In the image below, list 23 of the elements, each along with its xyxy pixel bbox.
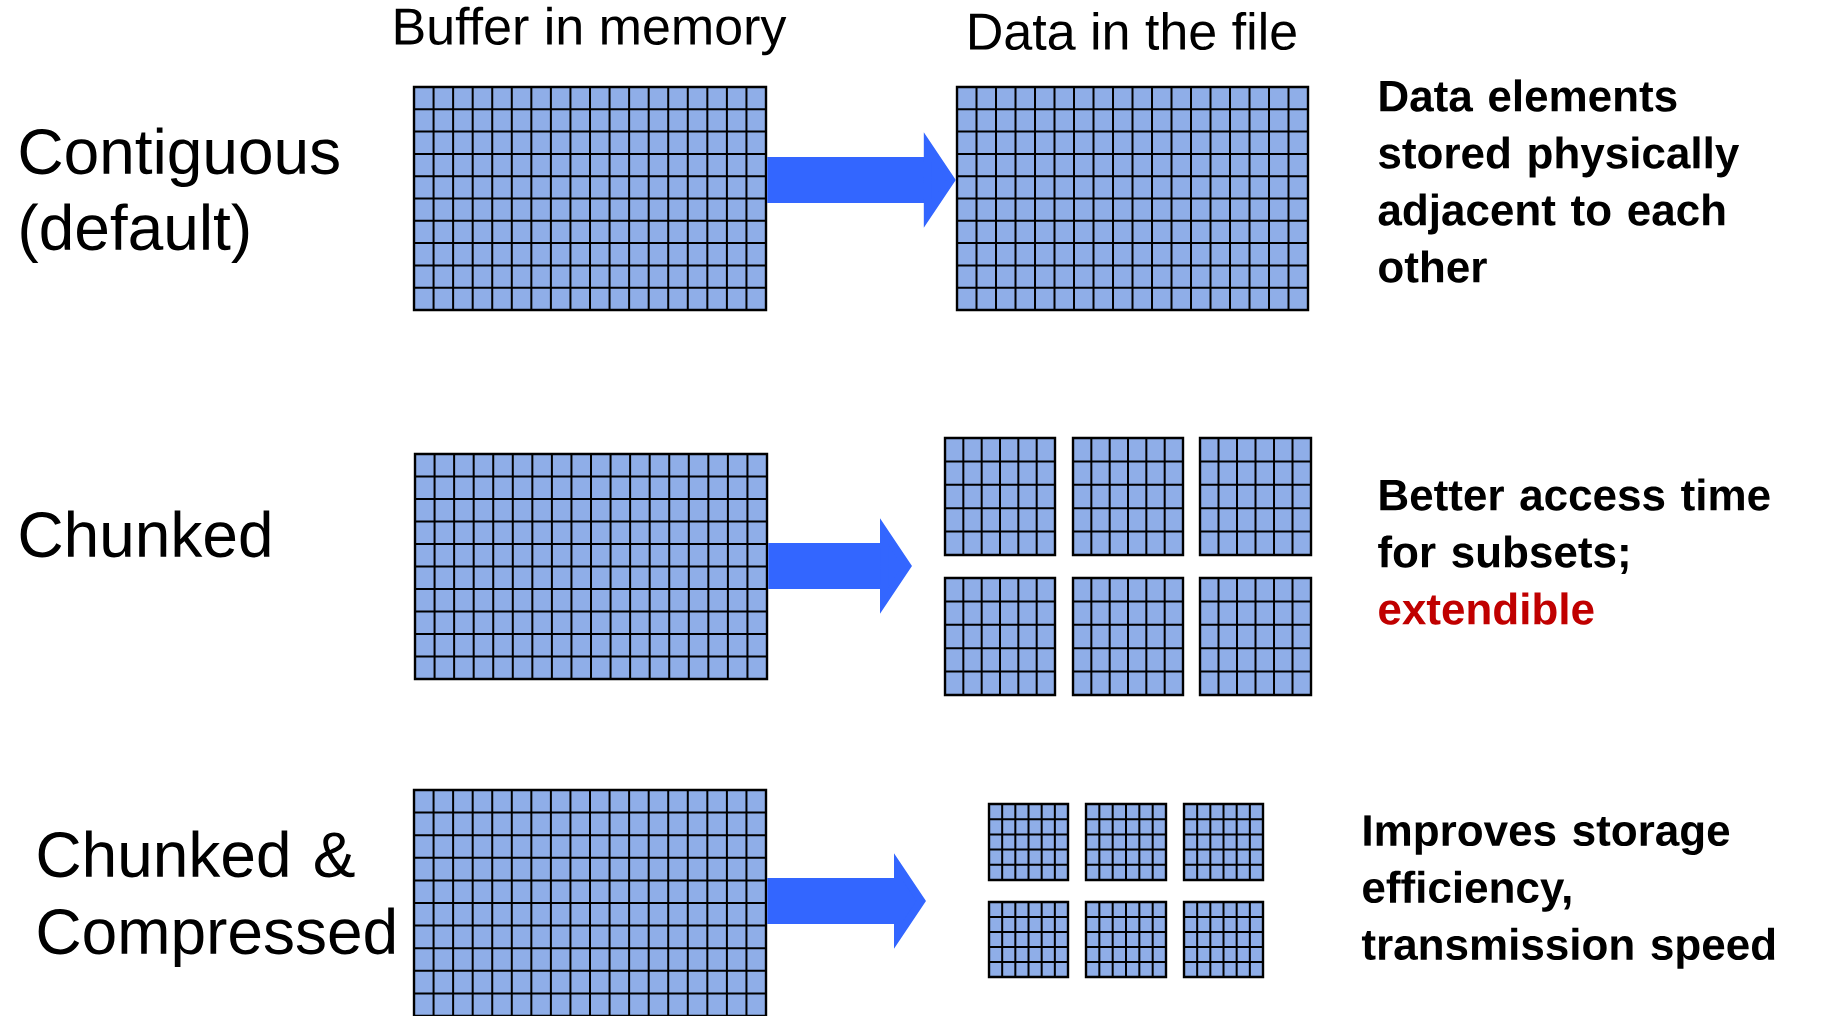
description-text: Better access time for subsets; [1378, 478, 1770, 575]
grid [413, 452, 769, 681]
grid [1182, 802, 1265, 882]
row-label: Chunked & Compressed [38, 830, 395, 968]
grid [943, 576, 1057, 697]
grid [412, 788, 768, 1016]
grid [1198, 576, 1313, 697]
grid [1182, 900, 1265, 979]
grid [1071, 436, 1185, 557]
grid [943, 436, 1057, 557]
grid [1084, 900, 1168, 979]
grid [955, 85, 1310, 312]
grid [412, 85, 768, 312]
grid [987, 900, 1070, 979]
row-label: Chunked [20, 510, 270, 558]
grid [987, 802, 1070, 882]
description-text: extendible [1379, 592, 1594, 625]
row-label: Contiguous (default) [20, 127, 339, 263]
description-text: Data elements stored physically adjacent to each other [1378, 79, 1740, 283]
grid [1198, 436, 1313, 557]
description-text: Improves storage efficiency, transmission speed [1361, 815, 1775, 969]
grid [1084, 802, 1168, 882]
grid [1071, 576, 1185, 697]
